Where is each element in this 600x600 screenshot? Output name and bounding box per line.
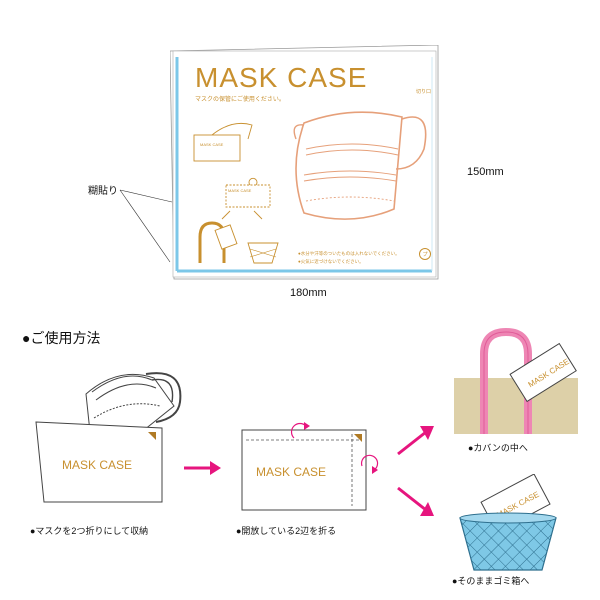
height-dimension: 150mm [467, 166, 504, 178]
step1-illustration [35, 372, 182, 503]
mini-card-label-2: MASK CASE [228, 188, 252, 193]
note-line-2: ●火気に近づけないでください。 [298, 259, 364, 264]
mask-icon [293, 111, 427, 220]
basket-icon: MASK CASE [459, 474, 557, 571]
corner-text: 切り口 [416, 89, 432, 95]
step1-caption: ●マスクを2つ折りにして収納 [30, 526, 149, 536]
usage-heading: ●ご使用方法 [22, 330, 101, 346]
mini-card-label-1: MASK CASE [200, 142, 224, 147]
fold-arrow-icon [290, 422, 307, 439]
step2-caption: ●開放している2辺を折る [236, 526, 337, 536]
note-line-1: ●水分や汗等のついたものは入れないでください。 [298, 251, 400, 256]
mini-steps-illustration [193, 122, 279, 264]
product-title: MASK CASE [195, 62, 368, 93]
product-subtitle: マスクの保管にご使用ください。 [195, 97, 285, 103]
bag-caption: ●カバンの中へ [468, 443, 528, 453]
glue-label: 糊貼り [88, 186, 118, 197]
trash-caption: ●そのままゴミ箱へ [452, 576, 530, 586]
step2-card-label: MASK CASE [256, 465, 327, 479]
step1-card-label: MASK CASE [62, 458, 133, 472]
arrow-to-bag-icon [397, 426, 434, 456]
svg-text:プ: プ [422, 252, 427, 258]
recycle-icon: プ [419, 248, 431, 260]
width-dimension: 180mm [290, 287, 327, 299]
bag-icon: MASK CASE [454, 327, 578, 434]
product-sheet: MASK CASE マスクの保管にご使用ください。 切り口 MASK [169, 44, 440, 280]
glue-leader-lines [119, 189, 173, 263]
arrow-right-icon [184, 461, 221, 475]
step2-illustration [241, 422, 379, 511]
arrow-to-trash-icon [397, 486, 434, 516]
